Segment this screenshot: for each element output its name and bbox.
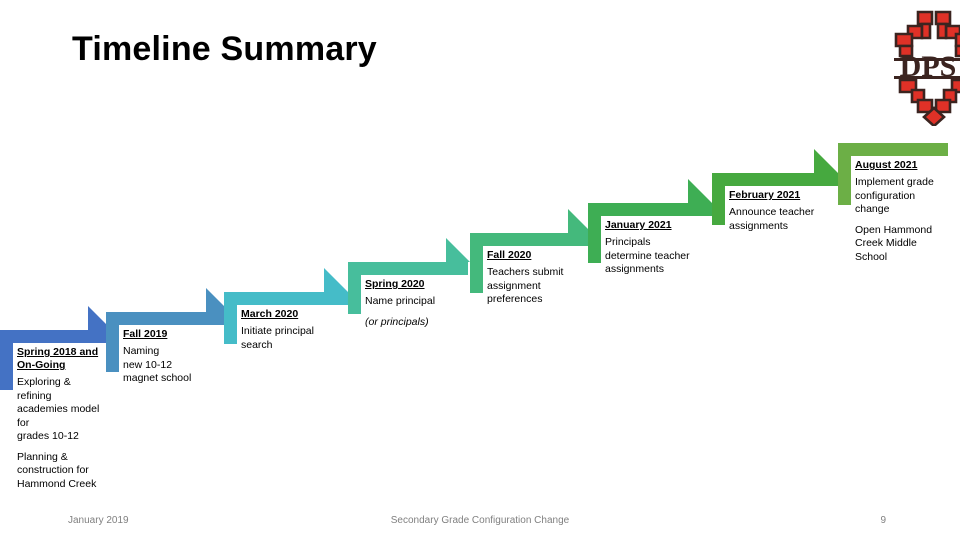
milestone-description: Initiate principal search xyxy=(241,325,314,351)
milestone-bar-horizontal xyxy=(470,233,588,246)
milestone-bar-horizontal xyxy=(348,262,468,275)
milestone-bar-vertical xyxy=(224,292,237,344)
milestone-date-label: Fall 2020 xyxy=(487,249,532,261)
milestone-bar-vertical xyxy=(106,312,119,372)
dps-logo-text: DPS xyxy=(900,50,957,83)
milestone-description: (or principals) xyxy=(365,315,429,328)
milestone-date-label: Spring 2020 xyxy=(365,278,425,290)
milestone-description: Principals determine teacher assignments xyxy=(605,236,690,275)
milestone-bar-vertical xyxy=(588,203,601,263)
milestone-date-label: March 2020 xyxy=(241,308,299,320)
milestone-description: Name principal xyxy=(365,295,436,307)
milestone-date-label: August 2021 xyxy=(855,159,918,171)
milestone-bar-vertical xyxy=(838,143,851,205)
milestone-bar-vertical xyxy=(470,233,483,293)
milestone-description: Implement grade configuration change xyxy=(855,176,934,215)
footer-date: January 2019 xyxy=(68,515,129,526)
milestone-date-label: Fall 2019 xyxy=(123,328,168,340)
milestone-description: Teachers submit assignment preferences xyxy=(487,266,564,305)
milestone-arrow-tip-march-2020 xyxy=(324,268,348,292)
milestone-bar-vertical xyxy=(0,330,13,390)
milestone-arrow-tip-spring-2020 xyxy=(446,238,470,262)
milestone-date-label: Spring 2018 and On-Going xyxy=(17,346,99,371)
milestone-description: Naming new 10-12 magnet school xyxy=(123,345,192,384)
milestone-bar-horizontal xyxy=(838,143,948,156)
milestone-description: Announce teacher assignments xyxy=(729,206,815,232)
milestone-bar-vertical xyxy=(348,262,361,314)
milestone-bar-horizontal xyxy=(712,173,838,186)
milestone-arrow-tip-january-2021 xyxy=(688,179,712,203)
page-title: Timeline Summary xyxy=(72,30,377,68)
milestone-description: Open Hammond Creek Middle School xyxy=(855,223,933,263)
milestone-bar-horizontal xyxy=(106,312,224,325)
footer-page-number: 9 xyxy=(880,515,886,526)
milestone-bar-horizontal xyxy=(0,330,112,343)
milestone-arrow-tip-february-2021 xyxy=(814,149,838,173)
dps-logo: DPS xyxy=(878,8,960,128)
footer-subject: Secondary Grade Configuration Change xyxy=(390,515,570,526)
milestone-bar-horizontal xyxy=(224,292,348,305)
milestone-date-label: February 2021 xyxy=(729,189,801,201)
milestone-bar-horizontal xyxy=(588,203,712,216)
milestone-bar-vertical xyxy=(712,173,725,225)
milestone-date-label: January 2021 xyxy=(605,219,672,231)
slide-footer: January 2019 Secondary Grade Configurati… xyxy=(0,506,960,540)
milestone-description: Planning & construction for Hammond Cree… xyxy=(17,450,97,490)
milestone-description: Exploring & refining academies model for… xyxy=(17,376,100,442)
